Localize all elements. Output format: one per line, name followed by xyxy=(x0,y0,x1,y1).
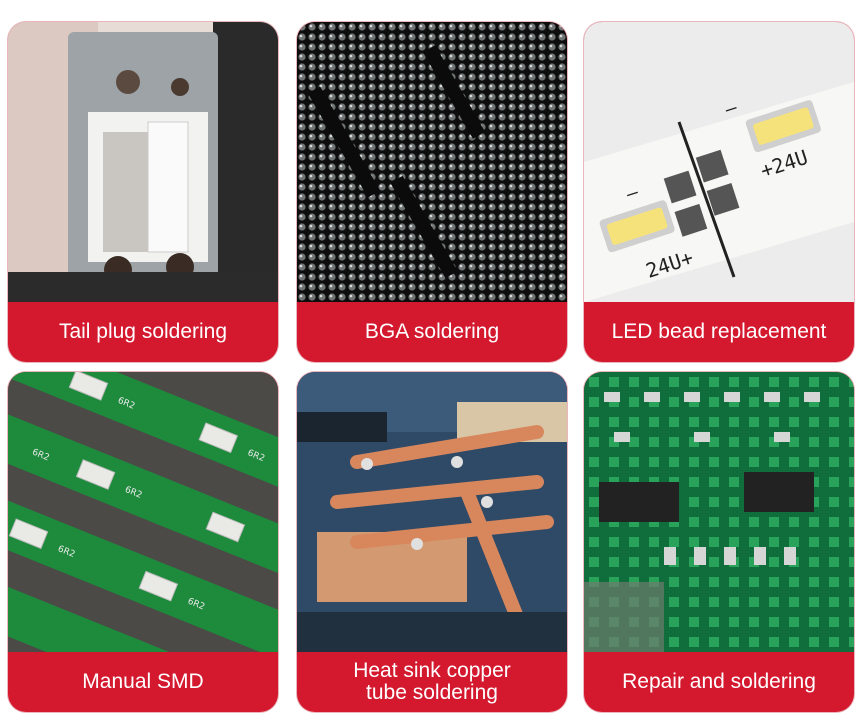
card-label: Repair and soldering xyxy=(622,670,816,693)
card-led-bead-replacement[interactable]: 24U+ +24U – – LED bead replacement xyxy=(584,22,854,362)
heatsink-photo xyxy=(297,372,567,652)
pcb-photo xyxy=(584,372,854,652)
card-label: Manual SMD xyxy=(82,670,204,693)
card-label: Heat sink copper tube soldering xyxy=(353,659,511,704)
tail-plug-photo xyxy=(8,22,278,302)
card-tail-plug-soldering[interactable]: Tail plug soldering xyxy=(8,22,278,362)
card-label: BGA soldering xyxy=(364,320,500,343)
card-repair-and-soldering[interactable]: Repair and soldering xyxy=(584,372,854,712)
card-label: LED bead replacement xyxy=(611,320,827,343)
card-bga-soldering[interactable]: BGA soldering xyxy=(297,22,567,362)
led-strip-photo: 24U+ +24U – – xyxy=(584,22,854,302)
card-heat-sink-copper-tube-soldering[interactable]: Heat sink copper tube soldering xyxy=(297,372,567,712)
bga-photo xyxy=(297,22,567,302)
card-manual-smd[interactable]: 6R2 6R2 6R2 6R2 6R2 6R2 Manual SMD xyxy=(8,372,278,712)
card-label: Tail plug soldering xyxy=(58,320,228,343)
smd-strips-photo: 6R2 6R2 6R2 6R2 6R2 6R2 xyxy=(8,372,278,652)
